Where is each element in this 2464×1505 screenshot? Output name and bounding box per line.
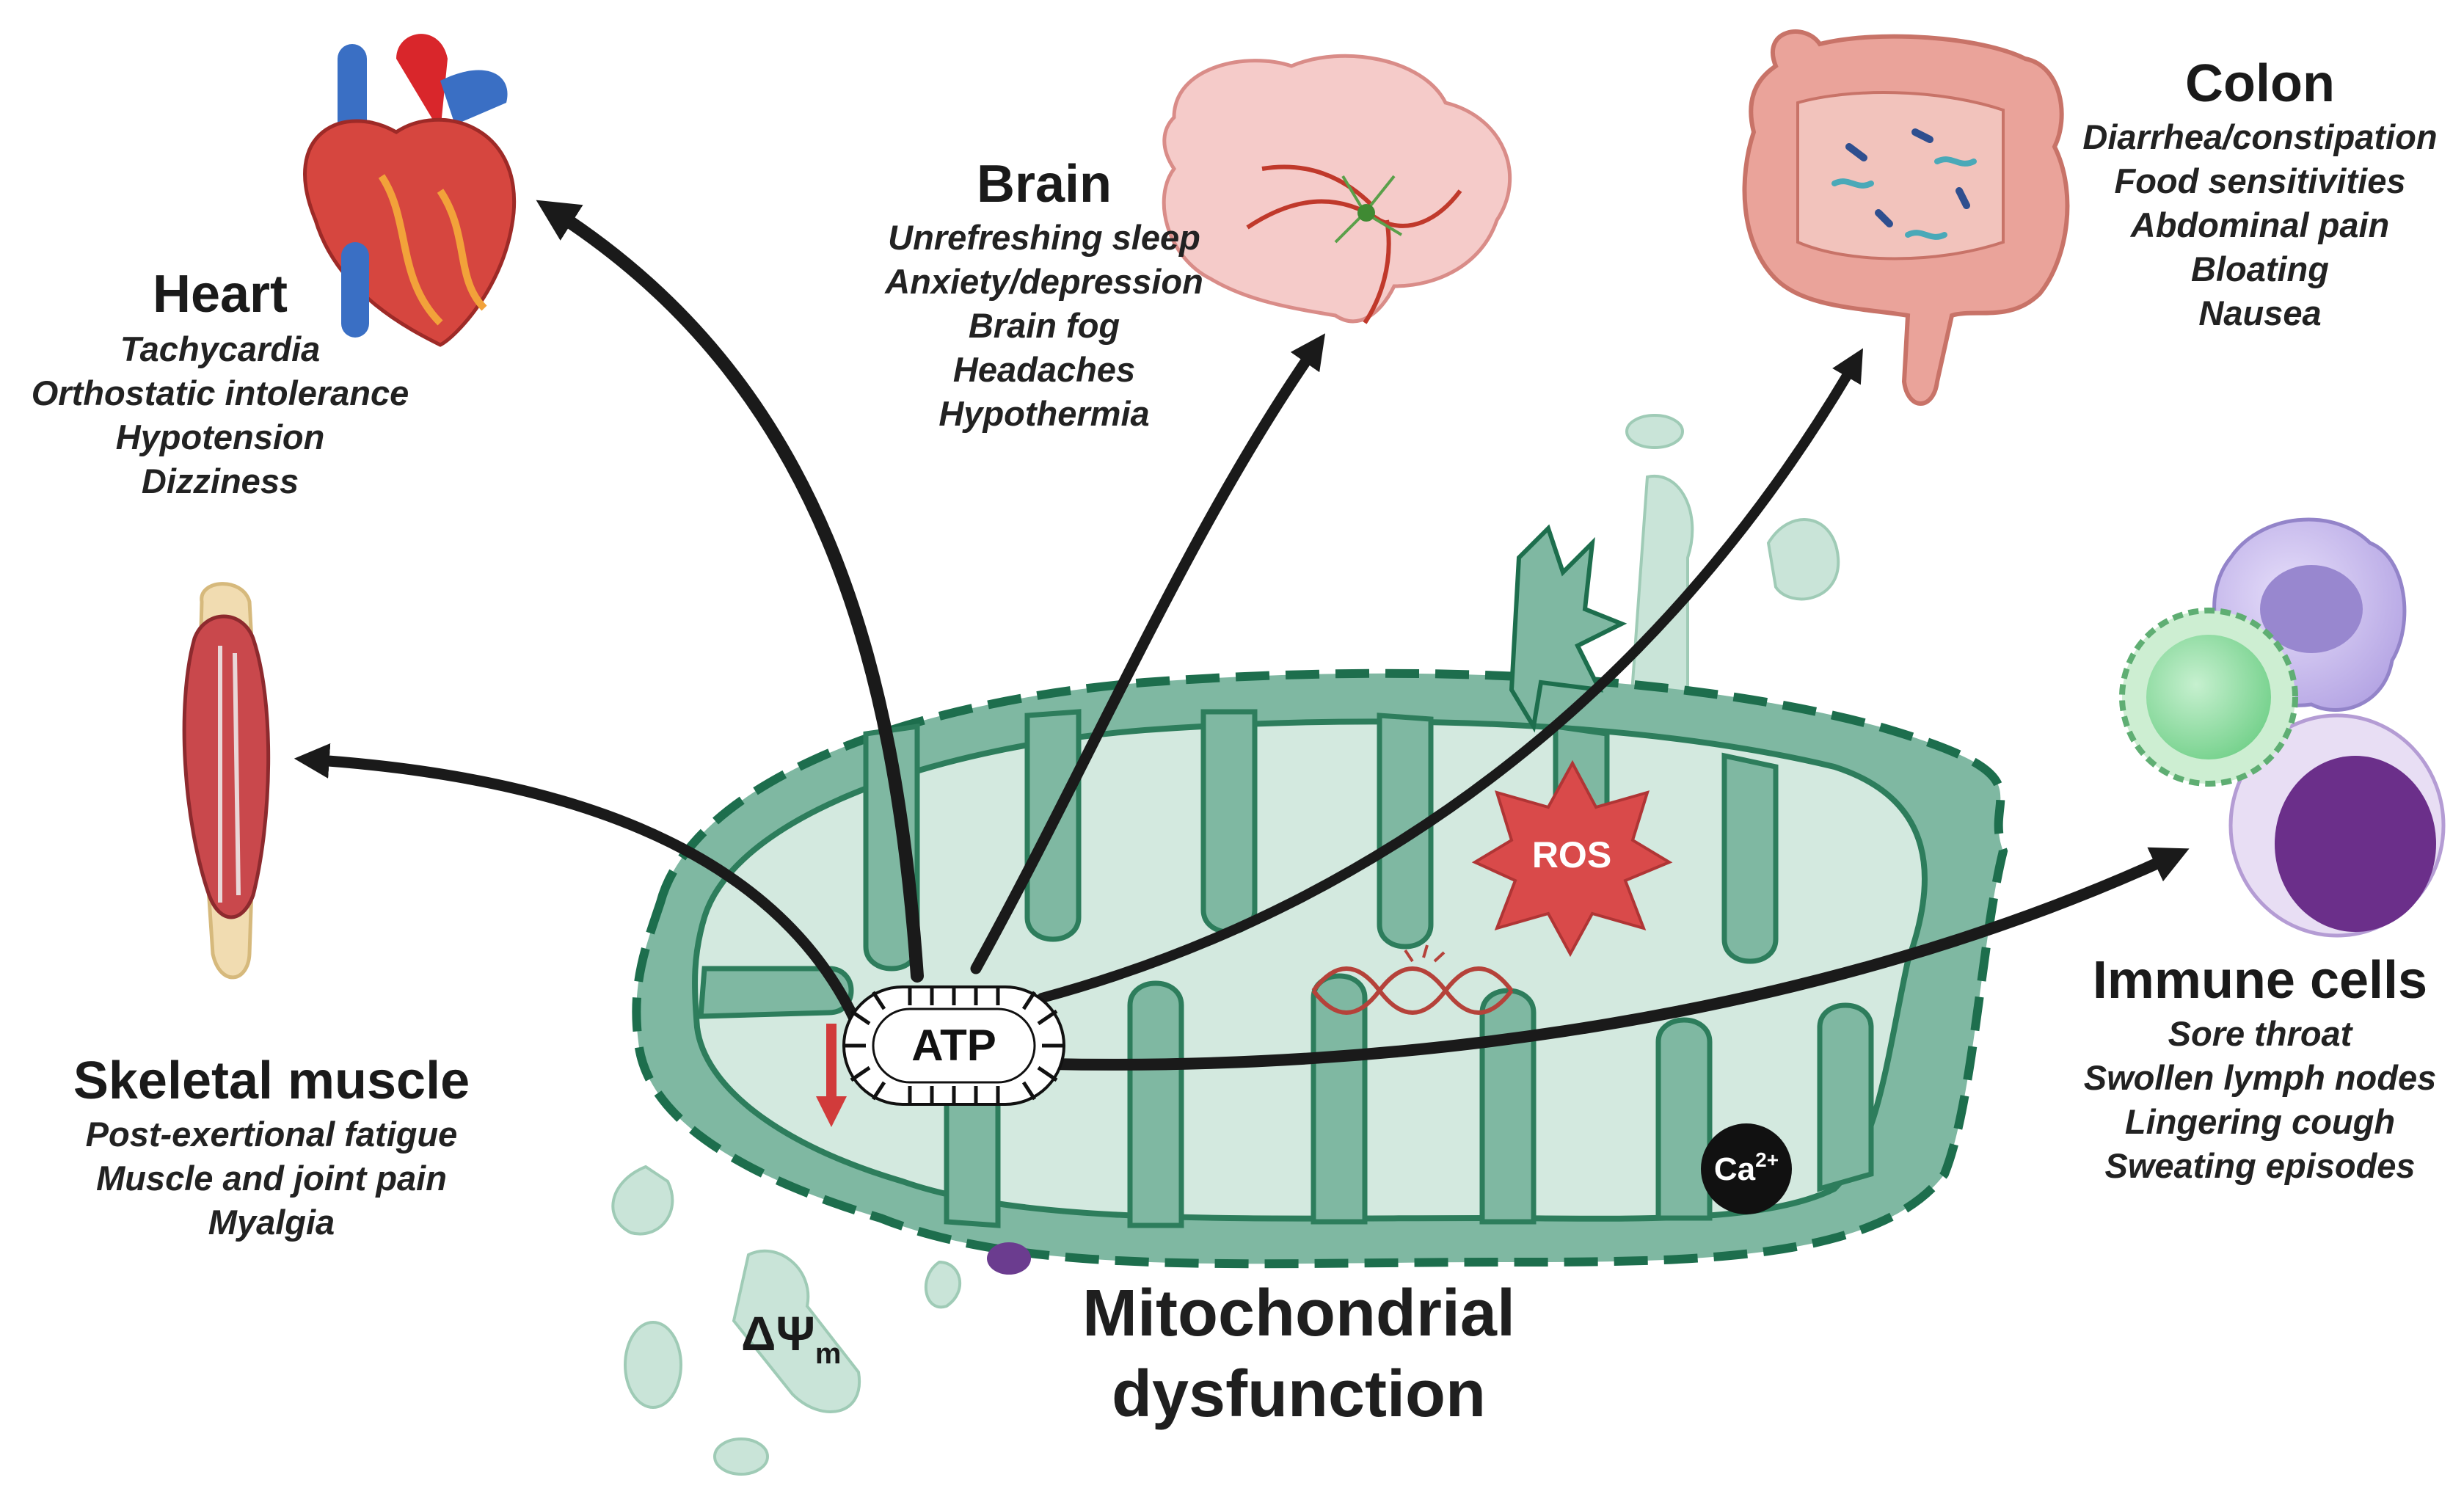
svg-text:Ca2+: Ca2+ [1714,1148,1779,1187]
membrane-potential-label: ΔΨm [741,1306,841,1370]
skeletal-muscle-title: Skeletal muscle [73,1052,470,1110]
arrow-to-heart [536,200,924,983]
center-title-line: Mitochondrial [1082,1277,1515,1350]
center-title-line: dysfunction [1112,1358,1486,1431]
immune-cells-title: Immune cells [2093,951,2427,1010]
mito-fragments [611,414,1840,1476]
brain-symptom: Brain fog [969,306,1120,345]
brain-symptom: Headaches [953,350,1135,389]
arrow-to-brain [970,333,1326,974]
heart-symptom: Hypotension [116,418,325,456]
colon-label-group: Colon Diarrhea/constipation Food sensiti… [2082,54,2437,332]
colon-symptom: Nausea [2198,294,2321,332]
calcium-label: Ca [1714,1151,1756,1187]
atp-label: ATP [911,1021,996,1070]
atp-ring-ticks [844,987,1064,1104]
mito-protrusion [1509,524,1628,733]
immune-cells-symptom: Sweating episodes [2104,1146,2415,1185]
arrow-to-skeletal-muscle [294,743,861,1026]
skeletal-muscle-label-group: Skeletal muscle Post-exertional fatigue … [73,1052,470,1242]
brain-symptom: Hypothermia [938,394,1149,433]
heart-symptom: Tachycardia [120,329,321,368]
arrows [294,200,2190,1071]
immune-cells-icon [2119,517,2446,938]
plasma-cell-icon [2228,713,2446,938]
brain-icon [1162,54,1512,324]
heart-symptom: Orthostatic intolerance [32,373,409,412]
immune-cells-symptom: Swollen lymph nodes [2084,1058,2437,1097]
heart-title: Heart [153,265,288,324]
brain-symptom: Anxiety/depression [884,262,1203,301]
brain-symptom: Unrefreshing sleep [888,218,1200,257]
ros-burst: ROS [1471,759,1673,958]
immune-cells-symptom: Lingering cough [2125,1102,2395,1141]
mtdna-icon [1311,944,1514,1015]
immune-cells-label-group: Immune cells Sore throat Swollen lymph n… [2084,951,2437,1185]
arrow-to-colon [1037,348,1864,1003]
ros-label: ROS [1532,834,1611,875]
colon-title: Colon [2185,54,2335,113]
brain-label-group: Brain Unrefreshing sleep Anxiety/depress… [884,155,1203,433]
heart-symptom: Dizziness [142,462,299,500]
heart-icon [303,34,517,347]
arrow-to-immune-cells [1043,847,2190,1071]
membrane-potential-subscript: m [815,1338,842,1370]
immune-cells-symptom: Sore throat [2168,1014,2354,1053]
colon-symptom: Diarrhea/constipation [2082,117,2437,156]
ros-star-shape [1471,759,1673,958]
colon-icon [1742,29,2070,406]
muscle-icon [182,582,271,980]
brain-title: Brain [977,155,1112,214]
calcium-ion: Ca2+ [1701,1123,1792,1214]
center-title: Mitochondrial dysfunction [1082,1277,1515,1431]
calcium-superscript: 2+ [1755,1148,1779,1171]
skeletal-muscle-symptom: Post-exertional fatigue [86,1115,458,1154]
colon-symptom: Abdominal pain [2130,205,2390,244]
heart-label-group: Heart Tachycardia Orthostatic intoleranc… [32,265,409,500]
mito-nub [987,1242,1031,1275]
colon-symptom: Bloating [2191,249,2329,288]
colon-symptom: Food sensitivities [2115,161,2406,200]
skeletal-muscle-symptom: Muscle and joint pain [96,1159,447,1198]
skeletal-muscle-symptom: Myalgia [208,1203,335,1242]
atp-synthase: ATP [842,985,1065,1106]
lymphocyte-icon [2119,608,2298,787]
